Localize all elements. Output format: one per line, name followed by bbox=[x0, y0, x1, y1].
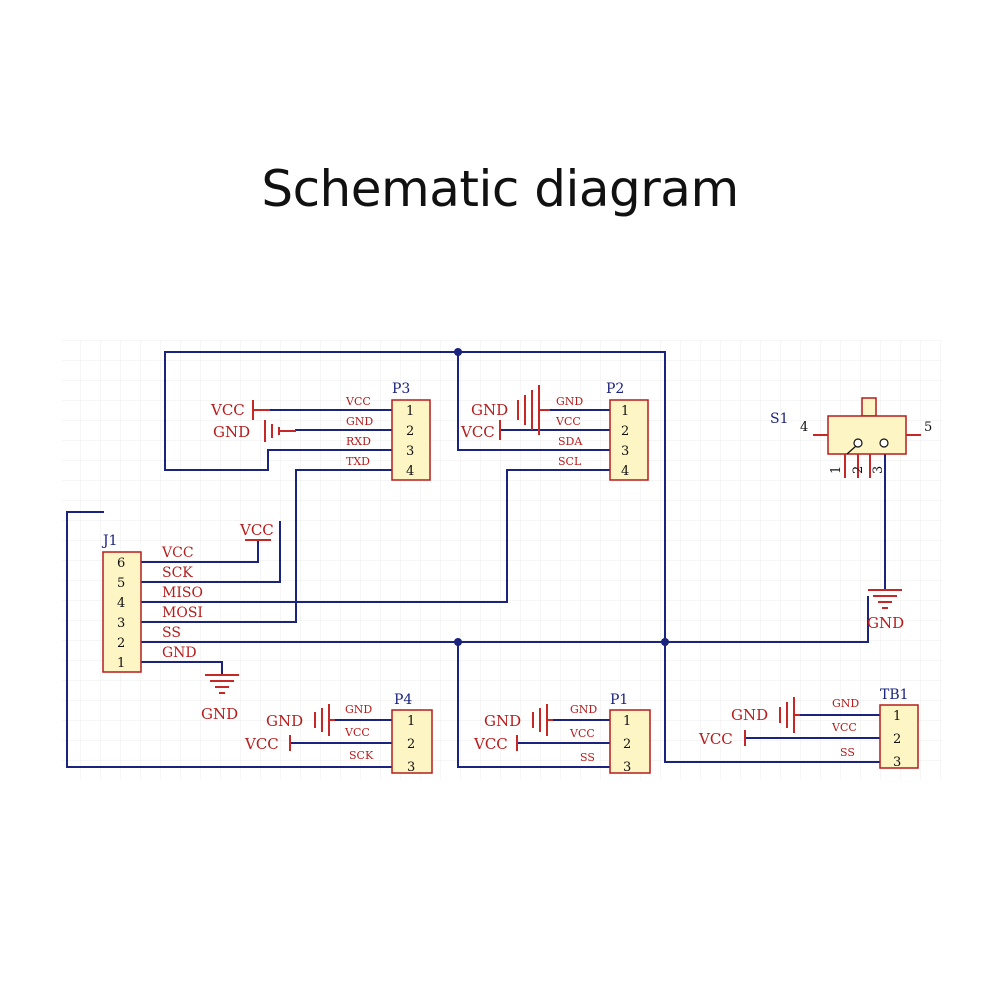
gnd-label: GND bbox=[731, 706, 768, 724]
pin-number: 4 bbox=[117, 596, 125, 611]
connector-tb1: TB1 1 2 3 GND VCC SS bbox=[831, 687, 919, 770]
connector-designator: TB1 bbox=[880, 687, 909, 703]
pin-number: 3 bbox=[117, 616, 125, 631]
pin-number: 3 bbox=[871, 466, 886, 474]
gnd-label: GND bbox=[266, 712, 303, 730]
pin-number: 4 bbox=[800, 420, 808, 435]
vcc-label: VCC bbox=[473, 735, 508, 753]
grid-background bbox=[62, 340, 942, 780]
net-label: SS bbox=[840, 746, 855, 759]
net-label: VCC bbox=[161, 545, 194, 561]
pin-number: 5 bbox=[924, 420, 932, 435]
pin-number: 2 bbox=[407, 737, 415, 752]
connector-designator: P2 bbox=[606, 381, 624, 397]
pin-number: 1 bbox=[829, 466, 844, 474]
connector-j1: J1 6 5 4 3 2 1 VCC SCK MISO MOSI SS GND bbox=[101, 533, 203, 673]
pin-number: 2 bbox=[893, 732, 901, 747]
vcc-label: VCC bbox=[239, 521, 274, 539]
connector-designator: J1 bbox=[101, 533, 118, 549]
vcc-label: VCC bbox=[460, 423, 495, 441]
vcc-label: VCC bbox=[698, 730, 733, 748]
connector-p4: P4 1 2 3 GND VCC SCK bbox=[344, 692, 433, 775]
pin-number: 2 bbox=[623, 737, 631, 752]
vcc-label: VCC bbox=[210, 401, 245, 419]
pin-number: 5 bbox=[117, 576, 125, 591]
vcc-label: VCC bbox=[244, 735, 279, 753]
connector-designator: P3 bbox=[392, 381, 410, 397]
pin-number: 3 bbox=[406, 444, 414, 459]
net-label: MOSI bbox=[162, 605, 203, 621]
pin-number: 2 bbox=[621, 424, 629, 439]
net-label: RXD bbox=[346, 435, 371, 448]
gnd-label: GND bbox=[213, 423, 250, 441]
net-label: SCK bbox=[349, 749, 374, 762]
net-label: SDA bbox=[558, 435, 583, 448]
net-label: SCK bbox=[162, 565, 193, 581]
power-symbols bbox=[205, 385, 902, 751]
gnd-label: GND bbox=[201, 705, 238, 723]
net-label: MISO bbox=[162, 585, 203, 601]
net-label: SS bbox=[580, 751, 595, 764]
pin-number: 1 bbox=[623, 714, 631, 729]
page-title: Schematic diagram bbox=[261, 160, 739, 218]
pin-number: 3 bbox=[407, 760, 415, 775]
net-label: VCC bbox=[569, 727, 595, 740]
net-label: VCC bbox=[345, 395, 371, 408]
pin-number: 4 bbox=[406, 464, 414, 479]
pin-number: 3 bbox=[623, 760, 631, 775]
net-label: GND bbox=[570, 703, 597, 716]
gnd-label: GND bbox=[471, 401, 508, 419]
gnd-label: GND bbox=[867, 614, 904, 632]
net-label: GND bbox=[346, 415, 373, 428]
pin-number: 1 bbox=[117, 656, 125, 671]
net-label: VCC bbox=[831, 721, 857, 734]
pin-number: 1 bbox=[893, 709, 901, 724]
connector-p2: P2 1 2 3 4 GND VCC SDA SCL bbox=[555, 381, 649, 481]
pin-number: 3 bbox=[893, 755, 901, 770]
net-label: VCC bbox=[555, 415, 581, 428]
net-label: GND bbox=[832, 697, 859, 710]
net-label: SCL bbox=[558, 455, 582, 468]
gnd-label: GND bbox=[484, 712, 521, 730]
net-label: VCC bbox=[344, 726, 370, 739]
pin-number: 2 bbox=[406, 424, 414, 439]
net-label: GND bbox=[345, 703, 372, 716]
switch-s1: S1 4 5 1 2 3 bbox=[770, 397, 932, 478]
connector-designator: P1 bbox=[610, 692, 628, 708]
pin-number: 1 bbox=[407, 714, 415, 729]
pin-number: 6 bbox=[117, 556, 125, 571]
pin-number: 2 bbox=[117, 636, 125, 651]
pin-number: 2 bbox=[851, 466, 866, 474]
pin-number: 1 bbox=[621, 404, 629, 419]
junction-dots bbox=[454, 348, 669, 646]
net-label: TXD bbox=[346, 455, 370, 468]
switch-designator: S1 bbox=[770, 411, 789, 427]
net-label: GND bbox=[556, 395, 583, 408]
connector-designator: P4 bbox=[394, 692, 412, 708]
pin-number: 4 bbox=[621, 464, 629, 479]
pin-number: 1 bbox=[406, 404, 414, 419]
net-label: GND bbox=[162, 645, 197, 661]
net-label: SS bbox=[162, 625, 181, 641]
wires bbox=[66, 351, 886, 768]
connector-p1: P1 1 2 3 GND VCC SS bbox=[569, 692, 651, 775]
connector-p3: P3 1 2 3 4 VCC GND RXD TXD bbox=[345, 381, 431, 481]
pin-number: 3 bbox=[621, 444, 629, 459]
power-labels: VCC GND GND VCC VCC GND GND GND VCC GND … bbox=[201, 401, 904, 753]
